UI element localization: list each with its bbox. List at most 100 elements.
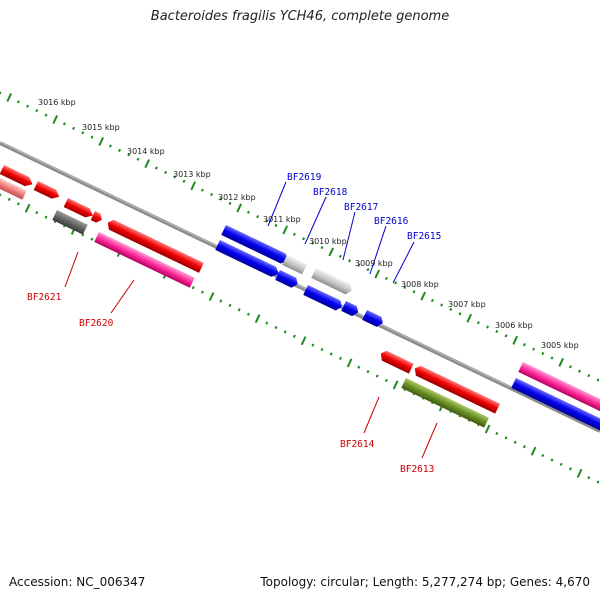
major-tick: [392, 380, 399, 390]
minor-tick: [495, 431, 499, 436]
minor-tick: [62, 122, 66, 126]
gene-arrow[interactable]: [511, 378, 600, 436]
major-tick: [374, 269, 381, 279]
major-tick: [52, 114, 59, 125]
gene-arrow[interactable]: [94, 232, 195, 288]
gene-label[interactable]: BF2613: [400, 464, 434, 475]
major-tick: [530, 446, 537, 456]
minor-tick: [522, 343, 526, 347]
major-tick: [144, 159, 151, 169]
minor-tick: [568, 467, 572, 471]
minor-tick: [108, 144, 112, 148]
minor-tick: [200, 188, 204, 192]
gene-label[interactable]: BF2620: [79, 318, 114, 329]
scale-label: 3011 kbp: [263, 215, 301, 224]
major-tick: [190, 181, 197, 191]
genome-backbone-highlight: [0, 141, 600, 431]
gene-label[interactable]: BF2617: [344, 202, 378, 213]
minor-tick: [219, 299, 223, 303]
scale-label: 3007 kbp: [448, 300, 486, 309]
minor-tick: [0, 91, 2, 95]
minor-tick: [578, 369, 582, 373]
minor-tick: [164, 170, 168, 175]
major-tick: [300, 336, 307, 346]
gene-arrow[interactable]: [362, 310, 385, 329]
gene-arrow[interactable]: [282, 255, 307, 275]
gene-label[interactable]: BF2616: [374, 216, 409, 227]
scale-label: 3008 kbp: [401, 280, 439, 289]
minor-tick: [274, 223, 278, 228]
gene-arrow[interactable]: [0, 165, 35, 189]
gene-label[interactable]: BF2621: [27, 292, 62, 303]
major-tick: [254, 314, 261, 324]
gene-arrow[interactable]: [33, 181, 62, 201]
minor-tick: [292, 232, 296, 236]
major-tick: [98, 137, 105, 147]
minor-tick: [532, 347, 536, 351]
minor-tick: [476, 321, 480, 325]
minor-tick: [311, 241, 315, 245]
major-tick: [512, 335, 519, 345]
major-tick: [466, 313, 473, 323]
gene-label[interactable]: BF2615: [407, 231, 441, 242]
gene-arrow[interactable]: [401, 378, 489, 428]
minor-tick: [541, 351, 545, 356]
minor-tick: [394, 281, 398, 285]
gene-arrow[interactable]: [378, 349, 414, 374]
minor-tick: [320, 347, 324, 352]
minor-tick: [228, 303, 232, 308]
gene-arrow[interactable]: [105, 218, 204, 273]
minor-tick: [118, 148, 122, 153]
scale-label: 3012 kbp: [218, 193, 256, 202]
minor-tick: [495, 329, 499, 334]
gene-arrow[interactable]: [303, 285, 344, 312]
minor-tick: [127, 153, 131, 157]
gene-arrow[interactable]: [52, 210, 88, 235]
minor-tick: [210, 192, 214, 197]
gene-arrow[interactable]: [221, 225, 291, 266]
minor-tick: [550, 356, 554, 360]
minor-tick: [265, 219, 269, 223]
minor-tick: [154, 166, 158, 170]
major-tick: [236, 203, 243, 213]
gene-arrow[interactable]: [275, 270, 300, 289]
scale-label: 3014 kbp: [127, 147, 165, 156]
minor-tick: [338, 254, 342, 259]
genome-backbone: [0, 141, 600, 433]
minor-tick: [44, 215, 48, 219]
minor-tick: [265, 321, 269, 325]
gene-arrow[interactable]: [90, 211, 104, 224]
major-tick: [346, 358, 353, 368]
minor-tick: [320, 245, 324, 250]
minor-tick: [35, 109, 39, 113]
minor-tick: [375, 374, 379, 378]
map-title: Bacteroides fragilis YCH46, complete gen…: [150, 9, 450, 24]
minor-tick: [16, 202, 20, 206]
minor-tick: [357, 365, 361, 369]
minor-tick: [191, 286, 195, 290]
gene-label[interactable]: BF2619: [287, 172, 322, 183]
minor-tick: [302, 237, 306, 241]
gene-label[interactable]: BF2618: [313, 187, 348, 198]
scale-label: 3015 kbp: [82, 123, 120, 132]
gene-arrow[interactable]: [341, 301, 360, 318]
gene-arrow[interactable]: [63, 198, 95, 220]
gene-label[interactable]: BF2614: [340, 439, 375, 450]
minor-tick: [81, 131, 85, 135]
minor-tick: [559, 462, 563, 466]
minor-tick: [504, 334, 508, 338]
minor-tick: [384, 378, 388, 383]
gene-arrow[interactable]: [215, 240, 281, 279]
gene-arrow[interactable]: [0, 176, 27, 200]
gene-arrow[interactable]: [311, 268, 354, 296]
gene-arrow[interactable]: [518, 362, 600, 420]
minor-tick: [596, 480, 600, 484]
minor-tick: [338, 356, 342, 361]
minor-tick: [329, 352, 333, 356]
minor-tick: [72, 126, 76, 130]
gene-arrow[interactable]: [412, 364, 500, 414]
minor-tick: [384, 276, 388, 281]
scale-label: 3010 kbp: [309, 237, 347, 246]
minor-tick: [550, 458, 554, 462]
